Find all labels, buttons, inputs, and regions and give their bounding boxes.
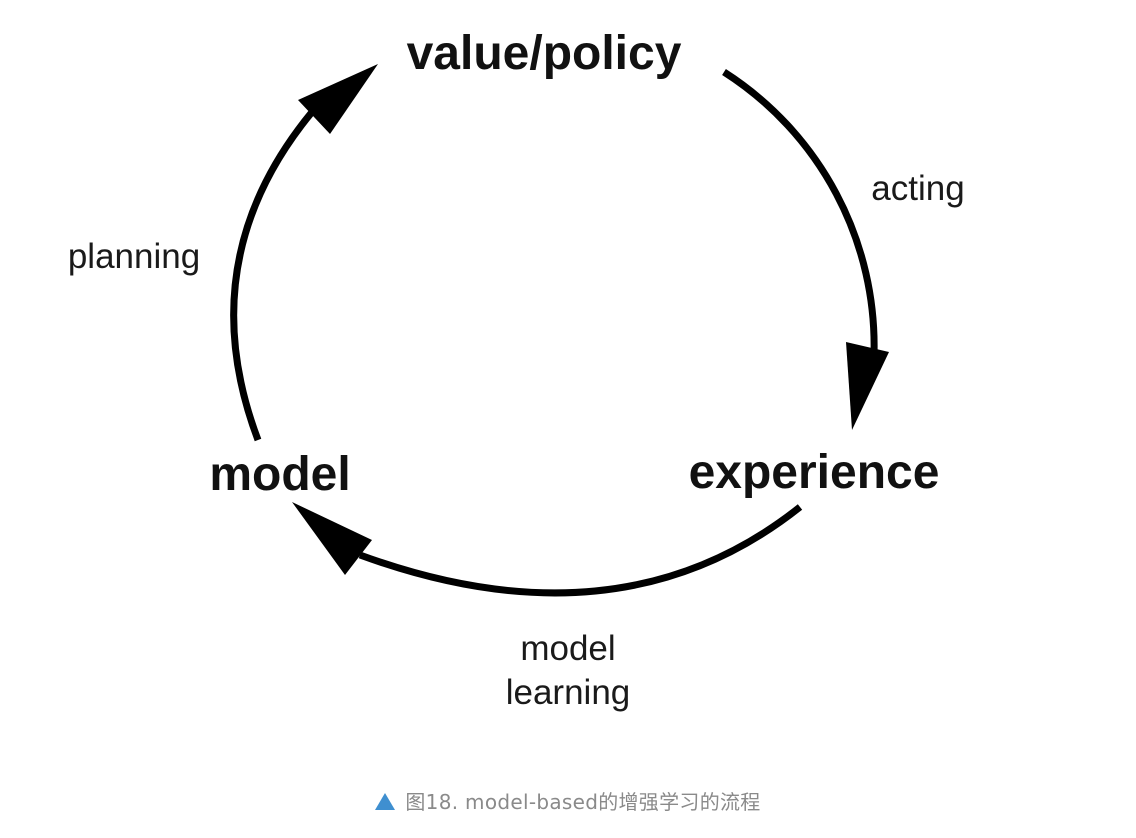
triangle-up-icon	[375, 793, 396, 810]
node-model: model	[209, 448, 350, 501]
model-learning-arc	[358, 504, 803, 597]
edge-label-model-learning-line1: model	[520, 629, 615, 668]
edge-label-planning: planning	[68, 237, 200, 276]
node-value-policy: value/policy	[407, 27, 682, 80]
node-experience: experience	[689, 446, 940, 499]
edge-label-acting: acting	[871, 169, 964, 208]
acting-arc	[722, 69, 878, 356]
model-learning-arrowhead	[292, 502, 372, 575]
figure-caption-text: 图18. model-based的增强学习的流程	[405, 790, 761, 814]
acting-arrowhead	[846, 342, 889, 430]
planning-arc	[230, 109, 315, 442]
planning-arrowhead	[298, 64, 378, 134]
figure-caption: 图18. model-based的增强学习的流程	[0, 786, 1136, 815]
edge-label-model-learning-line2: learning	[506, 673, 631, 712]
